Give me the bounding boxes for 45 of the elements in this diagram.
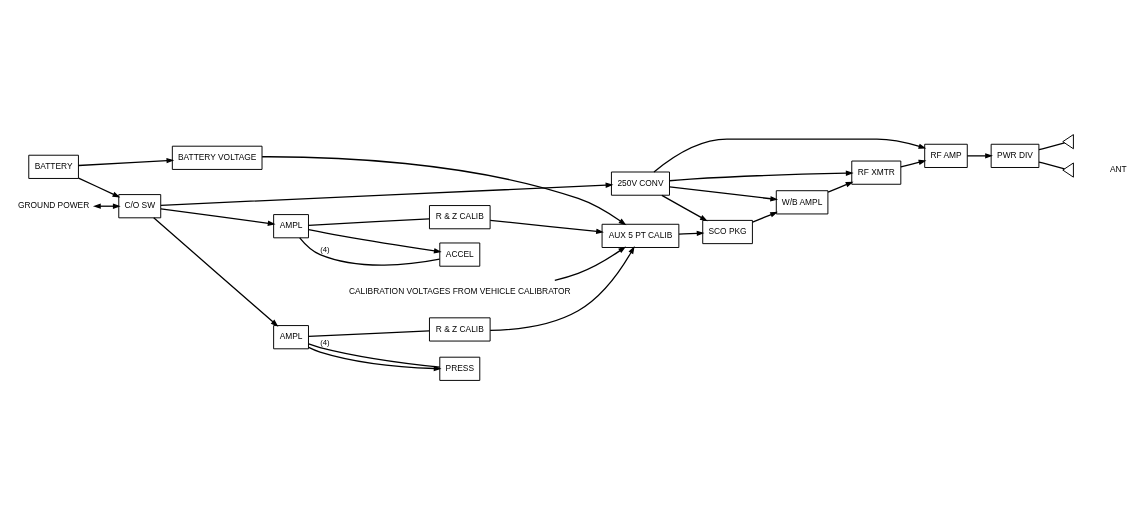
connector bbox=[308, 217, 430, 226]
node-box: AMPL bbox=[273, 213, 309, 238]
arrow bbox=[77, 176, 121, 197]
node-box: RF XMTR bbox=[851, 160, 902, 185]
arrow bbox=[160, 181, 614, 206]
node-box: C/O SW bbox=[118, 193, 162, 218]
connector bbox=[1038, 160, 1066, 169]
arrow bbox=[827, 181, 854, 193]
arrow bbox=[900, 159, 927, 167]
arrow bbox=[77, 157, 175, 166]
label: ANT bbox=[1109, 163, 1127, 174]
arrow bbox=[678, 230, 705, 236]
arrow bbox=[153, 216, 279, 327]
node-box: 250V CONV bbox=[610, 171, 670, 196]
arrow bbox=[261, 155, 627, 225]
node-box: R & Z CALIB bbox=[429, 316, 491, 342]
node-box: AMPL bbox=[273, 324, 309, 349]
connector bbox=[308, 329, 430, 337]
node-box: AUX 5 PT CALIB bbox=[601, 223, 680, 248]
arrow bbox=[751, 211, 778, 223]
node-triangle bbox=[1062, 133, 1074, 149]
arrow bbox=[668, 169, 854, 181]
node-box: PWR DIV bbox=[990, 143, 1040, 168]
connector bbox=[1038, 141, 1066, 150]
node-box: R & Z CALIB bbox=[429, 204, 491, 229]
arrow bbox=[554, 245, 627, 281]
arrow bbox=[489, 219, 604, 234]
node-box: SCO PKG bbox=[702, 219, 753, 244]
arrow bbox=[966, 152, 993, 159]
node-box: PRESS bbox=[439, 356, 481, 381]
arrow bbox=[308, 228, 442, 254]
arrow bbox=[661, 194, 708, 221]
arrow bbox=[160, 207, 276, 226]
node-box: W/B AMPL bbox=[775, 189, 829, 214]
node-triangle bbox=[1062, 162, 1074, 178]
arrow bbox=[668, 185, 779, 201]
arrow bbox=[653, 137, 927, 173]
node-text: CALIBRATION VOLTAGES FROM VEHICLE CALIBRATOR bbox=[348, 285, 571, 296]
node-box: BATTERY VOLTAGE bbox=[171, 145, 263, 170]
node-box: ACCEL bbox=[439, 242, 481, 267]
node-box: BATTERY bbox=[28, 154, 79, 179]
connector bbox=[299, 236, 441, 266]
node-box: RF AMP bbox=[924, 143, 968, 168]
node-text: GROUND POWER bbox=[18, 199, 90, 210]
arrow bbox=[489, 245, 635, 331]
